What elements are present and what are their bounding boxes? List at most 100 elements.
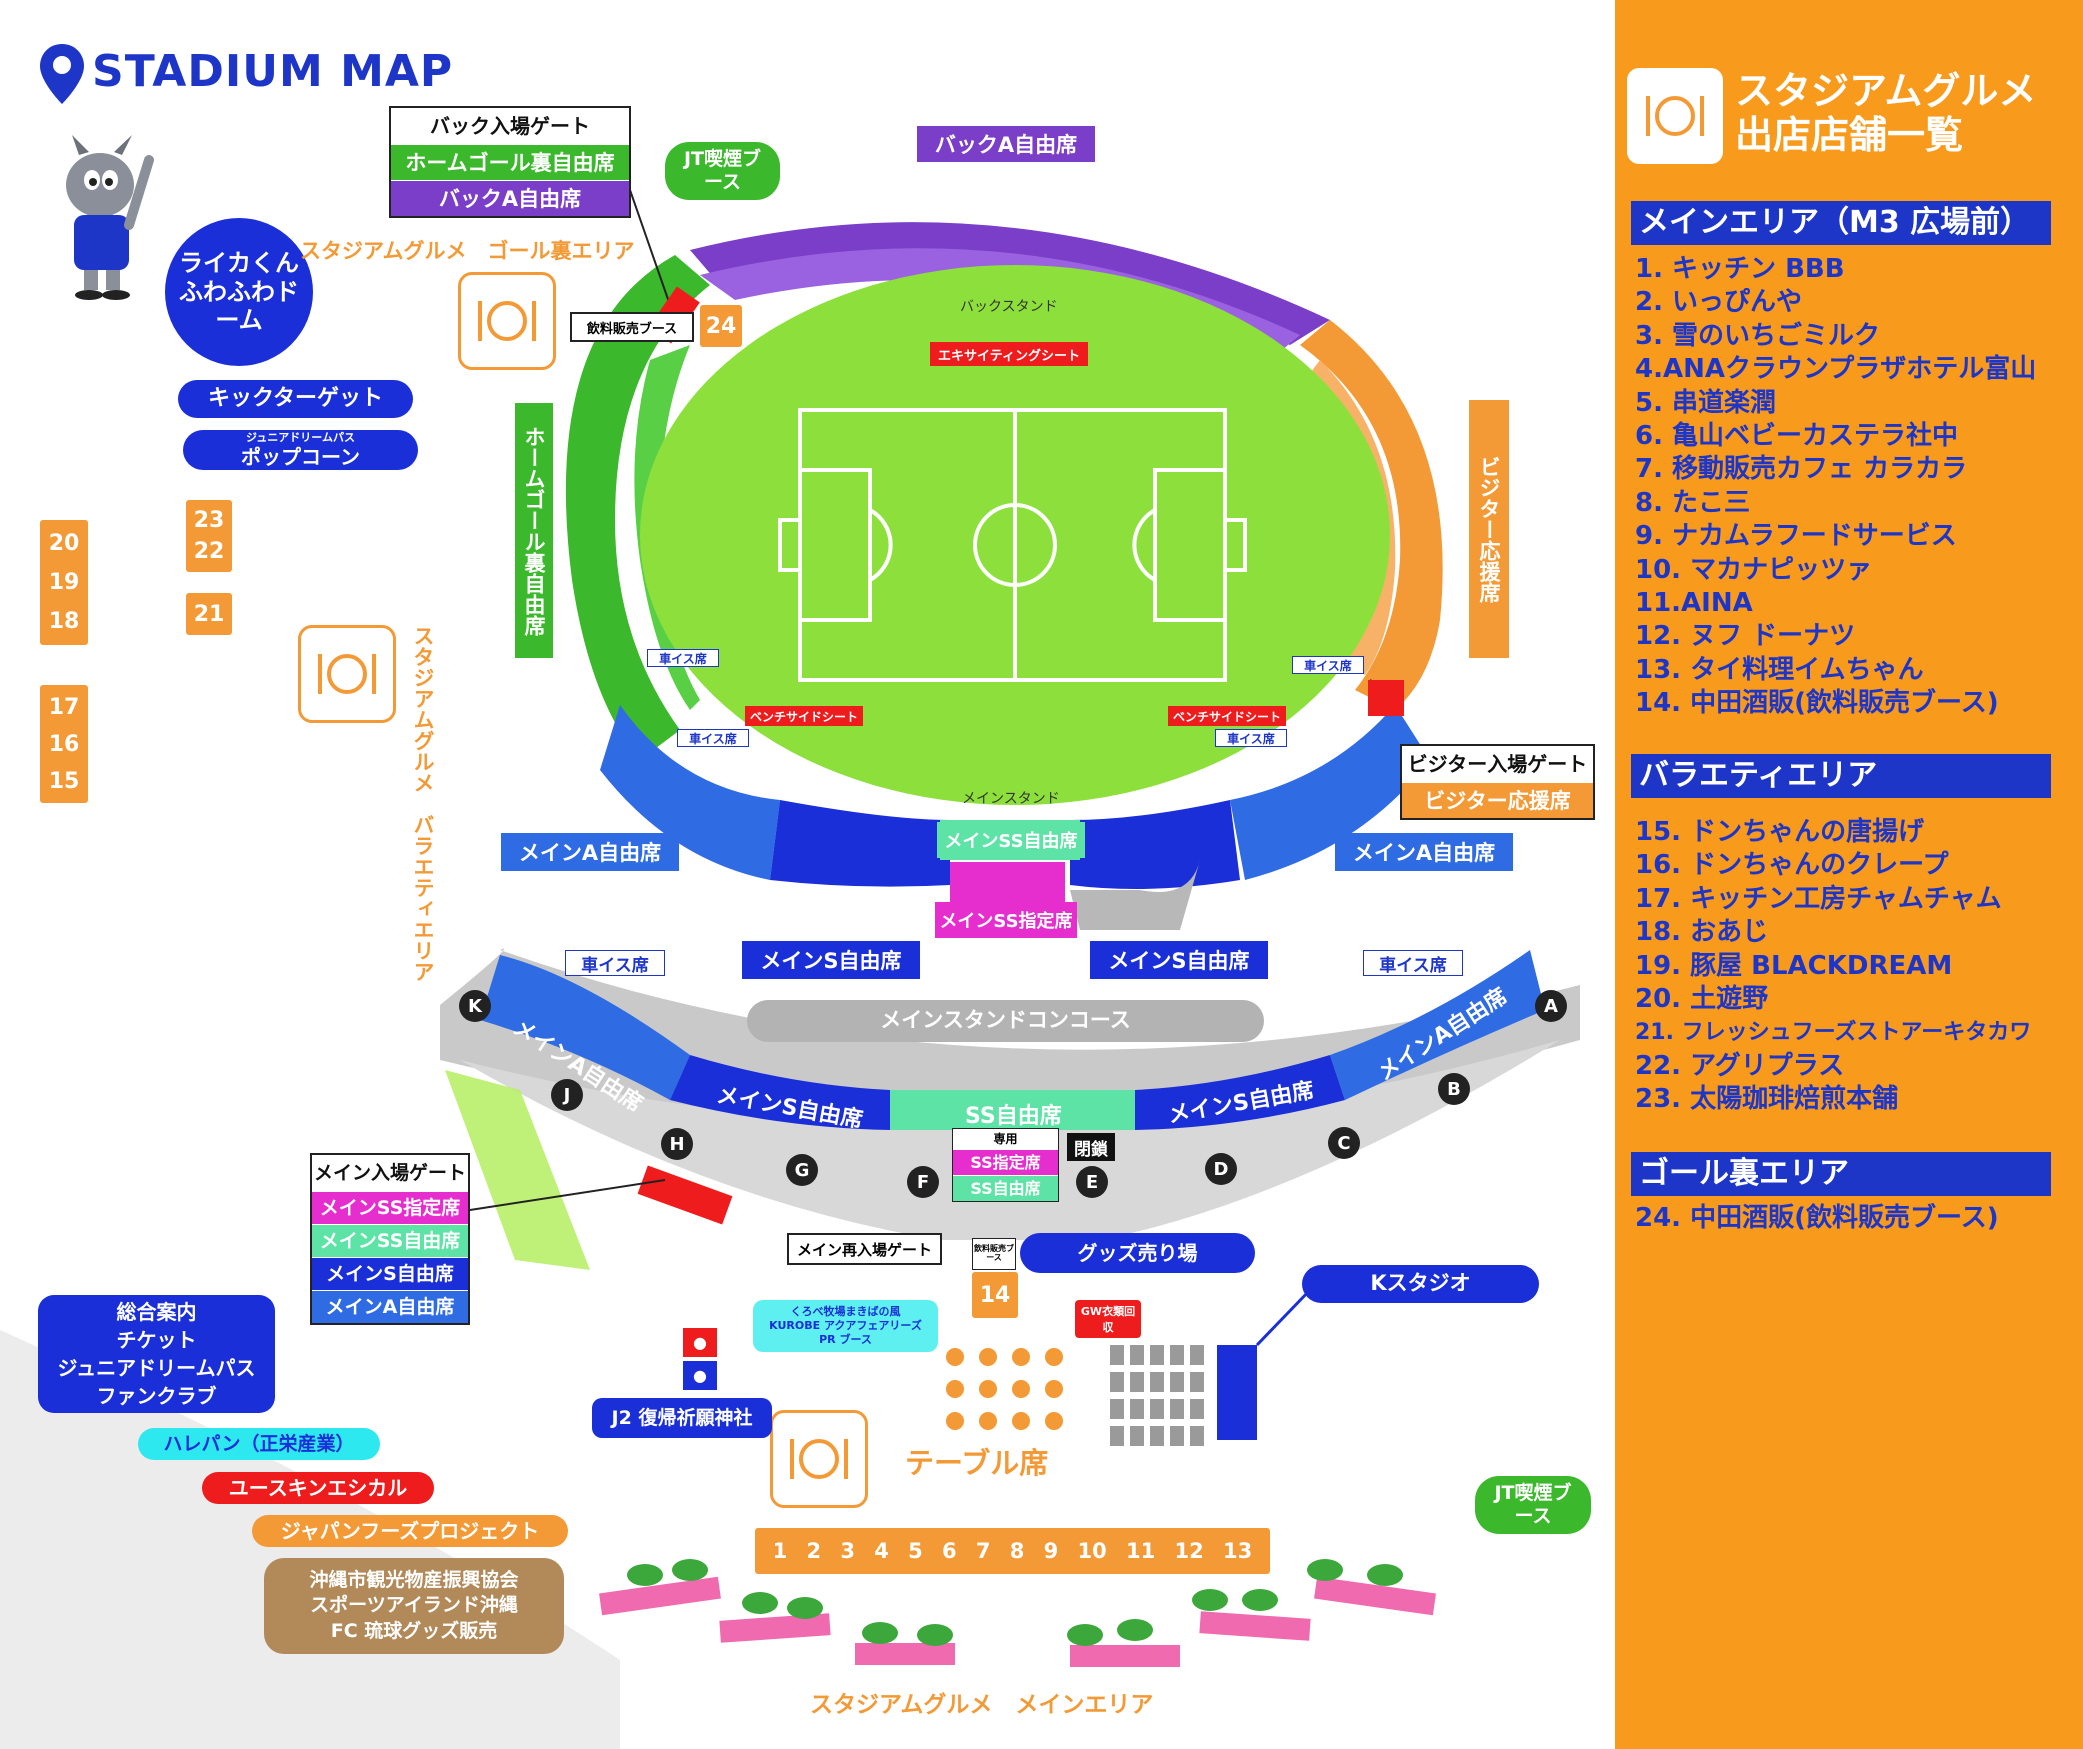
wheelchair-seat-tag: 車イス席 <box>1363 950 1463 976</box>
main-gate-row-ss-reserved: メインSS指定席 <box>312 1191 468 1224</box>
list-item: 23. 太陽珈琲焙煎本舗 <box>1635 1084 1899 1115</box>
drink-booth-label: 飲料販売ブース <box>570 312 694 342</box>
stall-number: 15 <box>48 768 80 794</box>
main-gate-row-ss-free: メインSS自由席 <box>312 1224 468 1257</box>
list-item: 6. 亀山ベビーカステラ社中 <box>1635 420 1959 451</box>
stall-column-22-23[interactable]: 23 22 <box>186 500 232 572</box>
stall-number: 19 <box>48 570 80 595</box>
kick-target-badge[interactable]: キックターゲット <box>178 380 413 418</box>
gate-d[interactable]: D <box>1205 1153 1237 1185</box>
stall-number: 6 <box>942 1539 957 1563</box>
gate-a[interactable]: A <box>1535 990 1567 1022</box>
list-item: 14. 中田酒販(飲料販売ブース) <box>1635 688 1999 719</box>
stall-number: 8 <box>1009 1539 1025 1563</box>
visitor-gate-box: ビジター入場ゲート ビジター応援席 <box>1400 744 1595 820</box>
planters <box>599 1559 1436 1667</box>
list-item: 17. キッチン工房チャムチャム <box>1635 883 2002 914</box>
gw-collection-badge: GW衣類回収 <box>1075 1300 1141 1338</box>
main-gate-row-a-free: メインA自由席 <box>312 1290 468 1323</box>
list-item: 3. 雪のいちごミルク <box>1635 320 1881 351</box>
visitor-gate-red <box>1368 680 1404 716</box>
list-item: 10. マカナピッツァ <box>1635 554 1873 585</box>
kurobe-pr-booth[interactable]: くろべ牧場まきばの風 KUROBE アクアフェアリーズ PR ブース <box>753 1300 938 1352</box>
list-item: 21. フレッシュフーズストアーキタカワ <box>1635 1020 2032 1046</box>
k-studio-badge[interactable]: Kスタジオ <box>1302 1265 1539 1303</box>
stadium-stands <box>565 222 1443 930</box>
section-heading-main: メインエリア（M3 広場前） <box>1631 201 2051 245</box>
variety-area-list: 15. ドンちゃんの唐揚げ 16. ドンちゃんのクレープ 17. キッチン工房チ… <box>1635 816 2075 1117</box>
jt-smoking-bottom[interactable]: JT喫煙ブース <box>1475 1476 1591 1534</box>
gate-h[interactable]: H <box>661 1128 693 1160</box>
back-gate-row-home: ホームゴール裏自由席 <box>391 144 629 180</box>
goal-area-label: スタジアムグルメ ゴール裏エリア <box>300 239 635 263</box>
visitor-gate-row: ビジター応援席 <box>1402 782 1593 818</box>
panel-title-line: スタジアムグルメ <box>1735 69 2037 113</box>
wheelchair-seat-tag: 車イス席 <box>1215 729 1287 747</box>
kurobe-line: PR ブース <box>819 1333 872 1347</box>
stall-column-18-20[interactable]: 20 19 18 <box>40 520 88 645</box>
stall-column-15-17[interactable]: 17 16 15 <box>40 685 88 803</box>
gray-grid <box>1110 1345 1204 1446</box>
stall-number: 22 <box>193 539 225 564</box>
raika-dome-badge[interactable]: ライカくんふわふわドーム <box>165 218 313 366</box>
back-gate-row-back: バックA自由席 <box>391 180 629 216</box>
stall-number: 10 <box>1077 1539 1107 1563</box>
list-item: 15. ドンちゃんの唐揚げ <box>1635 817 1925 847</box>
info-line: 総合案内 <box>116 1300 197 1324</box>
bench-side-seat-left: ベンチサイドシート <box>745 706 863 726</box>
list-item: 20. 土遊野 <box>1635 983 1769 1014</box>
gate-k[interactable]: K <box>459 990 491 1022</box>
stall-14[interactable]: 14 <box>972 1272 1018 1318</box>
list-item: 11.AINA <box>1635 587 1753 618</box>
gate-f[interactable]: F <box>907 1166 939 1198</box>
stall-21[interactable]: 21 <box>186 593 232 635</box>
back-a-free-label: バックA自由席 <box>917 126 1095 162</box>
list-item: 7. 移動販売カフェ カラカラ <box>1635 454 1968 485</box>
list-item: 4.ANAクラウンプラザホテル富山 <box>1635 354 2037 385</box>
mascot-image <box>66 135 154 300</box>
popcorn-badge[interactable]: ジュニアドリームパス ポップコーン <box>183 430 418 470</box>
main-area-label: スタジアムグルメ メインエリア <box>810 1692 1154 1718</box>
jt-smoking-top[interactable]: JT喫煙ブース <box>665 142 780 200</box>
main-gate-row-s-free: メインS自由席 <box>312 1257 468 1290</box>
list-item: 16. ドンちゃんのクレープ <box>1635 850 1949 881</box>
stall-24[interactable]: 24 <box>700 305 742 347</box>
list-item: 13. タイ料理イムちゃん <box>1635 654 1924 685</box>
stall-row-1-13[interactable]: 1 2 3 4 5 6 7 8 9 10 11 12 13 <box>755 1528 1270 1574</box>
goods-shop-badge[interactable]: グッズ売り場 <box>1020 1233 1255 1273</box>
junior-dream-pass-label: ジュニアドリームパス <box>246 431 355 445</box>
stall-number: 3 <box>840 1539 855 1563</box>
restroom-icon: ● ● <box>683 1328 717 1390</box>
gate-c[interactable]: C <box>1328 1127 1360 1159</box>
dedicated-ss-free: SS自由席 <box>953 1175 1058 1201</box>
home-goal-free-label: ホームゴール裏自由席 <box>515 403 553 658</box>
okinawa-line: 沖縄市観光物産振興協会 <box>309 1568 519 1591</box>
main-stand-label: メインスタンド <box>962 791 1060 807</box>
gourmet-logo-icon <box>1627 68 1723 164</box>
main-s-free-left-label: メインS自由席 <box>742 941 920 979</box>
main-gate-box: メイン入場ゲート メインSS指定席 メインSS自由席 メインS自由席 メインA自… <box>310 1153 470 1325</box>
gate-g[interactable]: G <box>786 1154 818 1186</box>
kurobe-line: くろべ牧場まきばの風 <box>790 1304 901 1318</box>
gate-e[interactable]: E <box>1076 1166 1108 1198</box>
visitor-support-label: ビジター応援席 <box>1469 400 1509 658</box>
back-gate-title: バック入場ゲート <box>430 114 590 138</box>
page-title: STADIUM MAP <box>92 46 454 97</box>
main-ss-reserved-label: メインSS指定席 <box>935 902 1077 938</box>
harepan-badge[interactable]: ハレパン（正栄産業） <box>138 1428 380 1460</box>
euskin-badge[interactable]: ユースキンエシカル <box>202 1472 434 1504</box>
gate-j[interactable]: J <box>551 1079 583 1111</box>
japan-foods-badge[interactable]: ジャパンフーズプロジェクト <box>252 1515 568 1547</box>
dedicated-gate-box: 専用 SS指定席 SS自由席 <box>952 1128 1059 1202</box>
green-area <box>445 1070 590 1270</box>
back-gate-box: バック入場ゲート ホームゴール裏自由席 バックA自由席 <box>389 106 631 218</box>
wheelchair-seat-tag: 車イス席 <box>1292 656 1364 674</box>
info-center-badge[interactable]: 総合案内 チケット ジュニアドリームパス ファンクラブ <box>38 1295 275 1413</box>
dedicated-gate-title: 専用 <box>993 1132 1018 1146</box>
stadium-map: STADIUM MAP <box>0 44 1595 1749</box>
popcorn-label: ポップコーン <box>241 444 360 469</box>
shrine-badge[interactable]: J2 復帰祈願神社 <box>592 1398 772 1438</box>
gate-b[interactable]: B <box>1438 1073 1470 1105</box>
okinawa-booth-badge[interactable]: 沖縄市観光物産振興協会 スポーツアイランド沖縄 FC 琉球グッズ販売 <box>264 1558 564 1654</box>
stall-number: 23 <box>193 508 225 533</box>
